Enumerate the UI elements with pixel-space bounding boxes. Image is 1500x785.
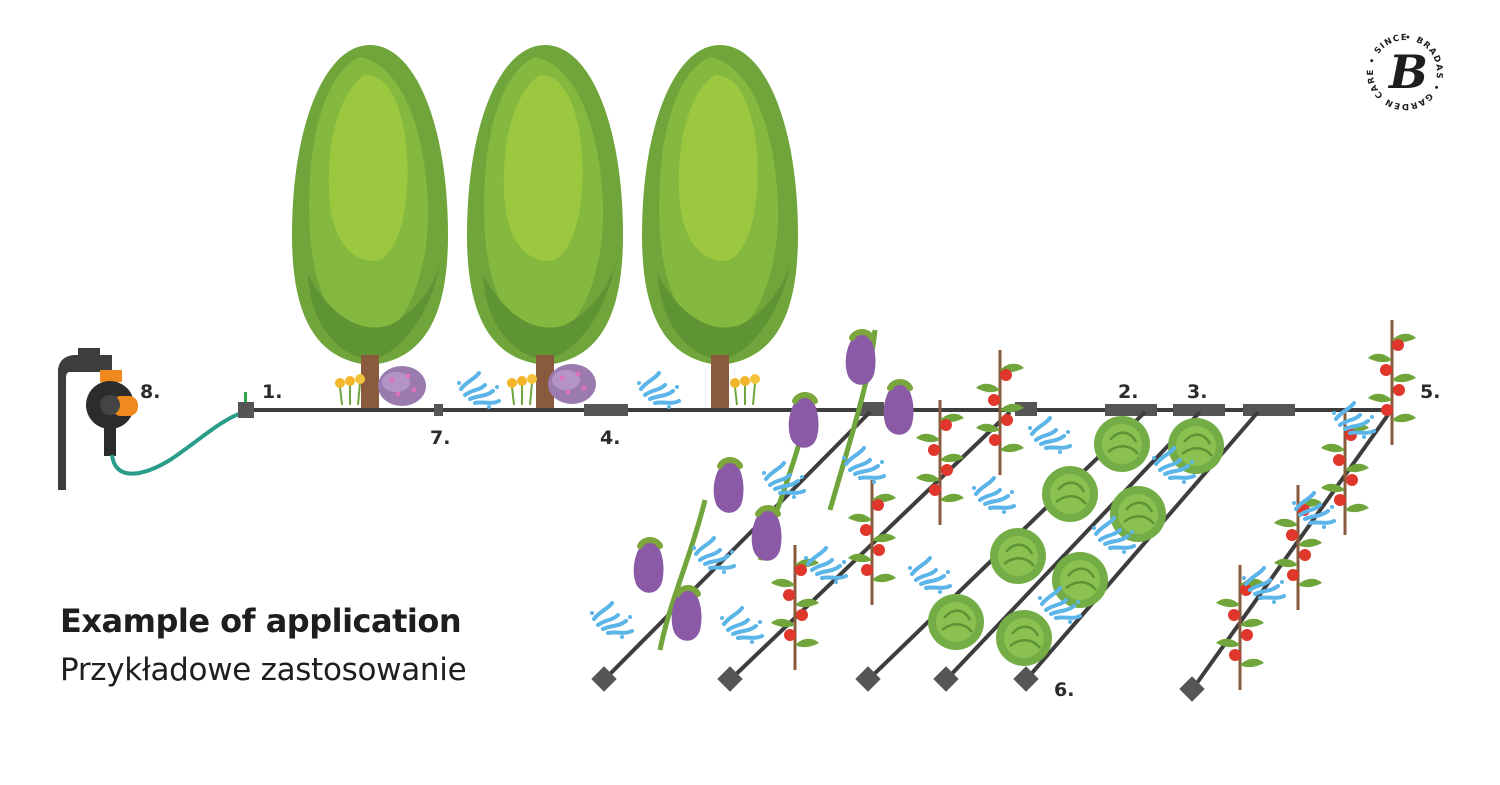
logo-letter: B bbox=[1387, 45, 1428, 99]
tomato-plant bbox=[1216, 565, 1264, 690]
label-6: 6. bbox=[1054, 679, 1074, 701]
tomato-plant bbox=[771, 545, 819, 670]
label-5: 5. bbox=[1420, 381, 1440, 403]
pipe-coupler bbox=[1105, 404, 1157, 416]
label-4: 4. bbox=[600, 427, 620, 449]
tree bbox=[642, 45, 798, 410]
tomato-plant bbox=[1368, 320, 1416, 445]
connector-fitting bbox=[238, 402, 254, 418]
tree bbox=[467, 45, 623, 410]
label-7: 7. bbox=[430, 427, 450, 449]
end-caps bbox=[591, 666, 1205, 702]
tomato-plant bbox=[1274, 485, 1322, 610]
flowering-bush bbox=[378, 366, 426, 406]
tee-connector bbox=[1243, 404, 1295, 416]
flowers bbox=[506, 373, 538, 406]
label-2: 2. bbox=[1118, 381, 1138, 403]
garden-hose bbox=[110, 410, 245, 476]
label-1: 1. bbox=[262, 381, 282, 403]
caption-subtitle: Przykładowe zastosowanie bbox=[60, 652, 467, 688]
tree bbox=[292, 45, 448, 410]
water-timer bbox=[86, 370, 138, 456]
flowers bbox=[729, 373, 761, 406]
tomato-plant bbox=[848, 480, 896, 605]
faucet bbox=[58, 348, 112, 490]
drip-emitter bbox=[434, 404, 443, 416]
brand-logo: • BRADAS • GARDEN CARE • SINCE 1989 B bbox=[1366, 33, 1443, 111]
water-splash bbox=[455, 371, 501, 411]
water-splash bbox=[635, 371, 681, 411]
flowering-bush bbox=[548, 364, 596, 404]
pipe-coupler bbox=[858, 402, 884, 416]
flowers bbox=[334, 373, 366, 406]
label-8: 8. bbox=[140, 381, 160, 403]
tee-connector bbox=[1173, 404, 1225, 416]
green-valve bbox=[244, 392, 247, 402]
pipe-coupler bbox=[584, 404, 628, 416]
caption-title: Example of application bbox=[60, 602, 462, 640]
label-3: 3. bbox=[1187, 381, 1207, 403]
